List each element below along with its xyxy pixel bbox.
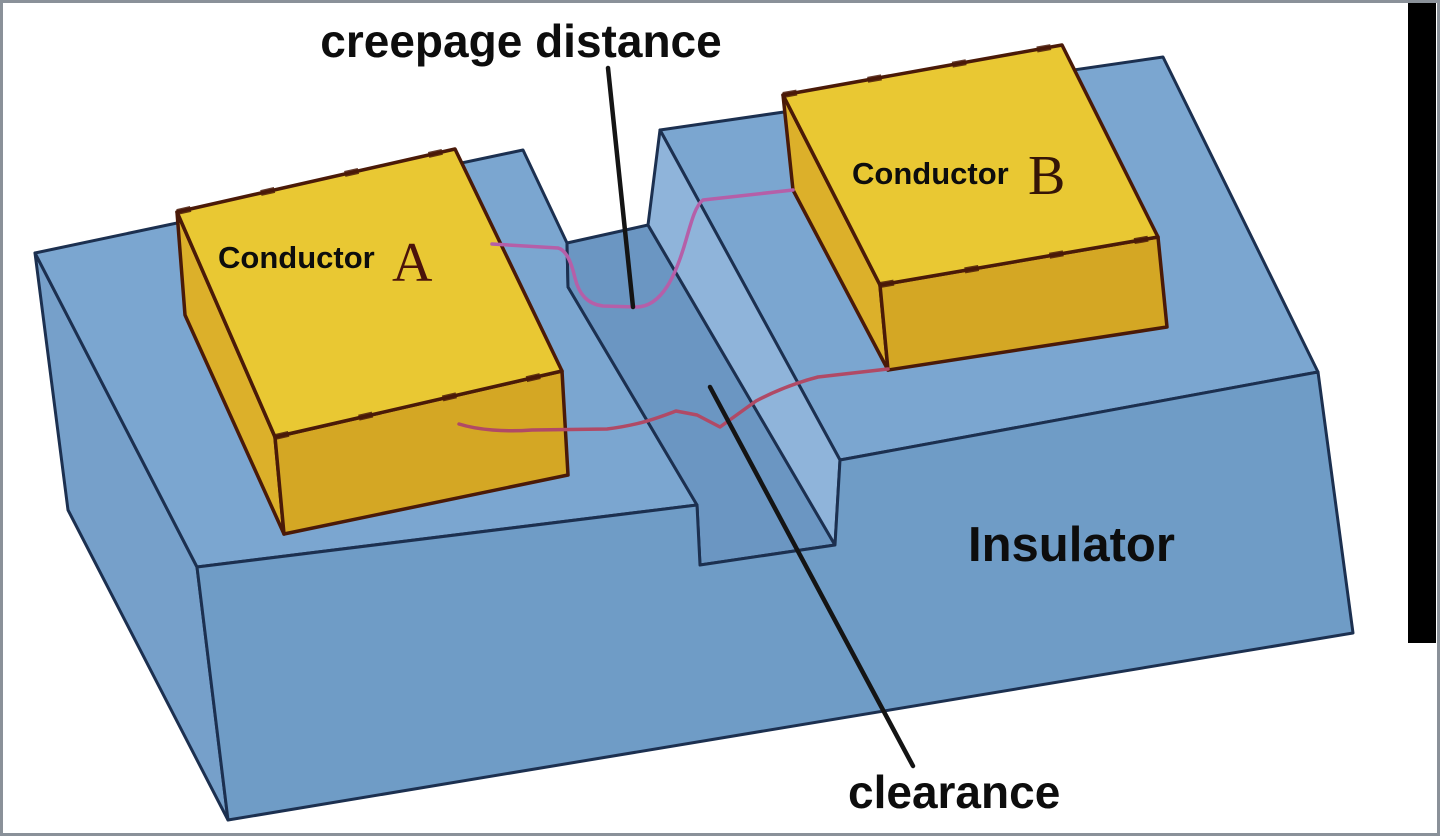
clearance-label: clearance: [848, 766, 1060, 818]
insulator-front-face: [195, 370, 1355, 822]
clearance-pointer-line: [707, 384, 916, 769]
right-black-bar: [1408, 0, 1436, 643]
conductor-b-top-face: [781, 43, 1160, 287]
surface-path-line: [457, 367, 890, 433]
creepage-path-line: [490, 188, 795, 309]
conductor-b-label: Conductor: [852, 156, 1009, 191]
creepage-distance-label: creepage distance: [320, 15, 721, 67]
conductor-b-letter: B: [1028, 145, 1065, 207]
conductor-a-letter: A: [392, 232, 433, 294]
conductor-a-top-face: [175, 147, 564, 439]
insulator-label: Insulator: [968, 518, 1175, 572]
conductor-a-label: Conductor: [218, 240, 375, 275]
creepage-distance-pointer-line: [605, 65, 636, 310]
conductor-a-block: [175, 146, 570, 536]
